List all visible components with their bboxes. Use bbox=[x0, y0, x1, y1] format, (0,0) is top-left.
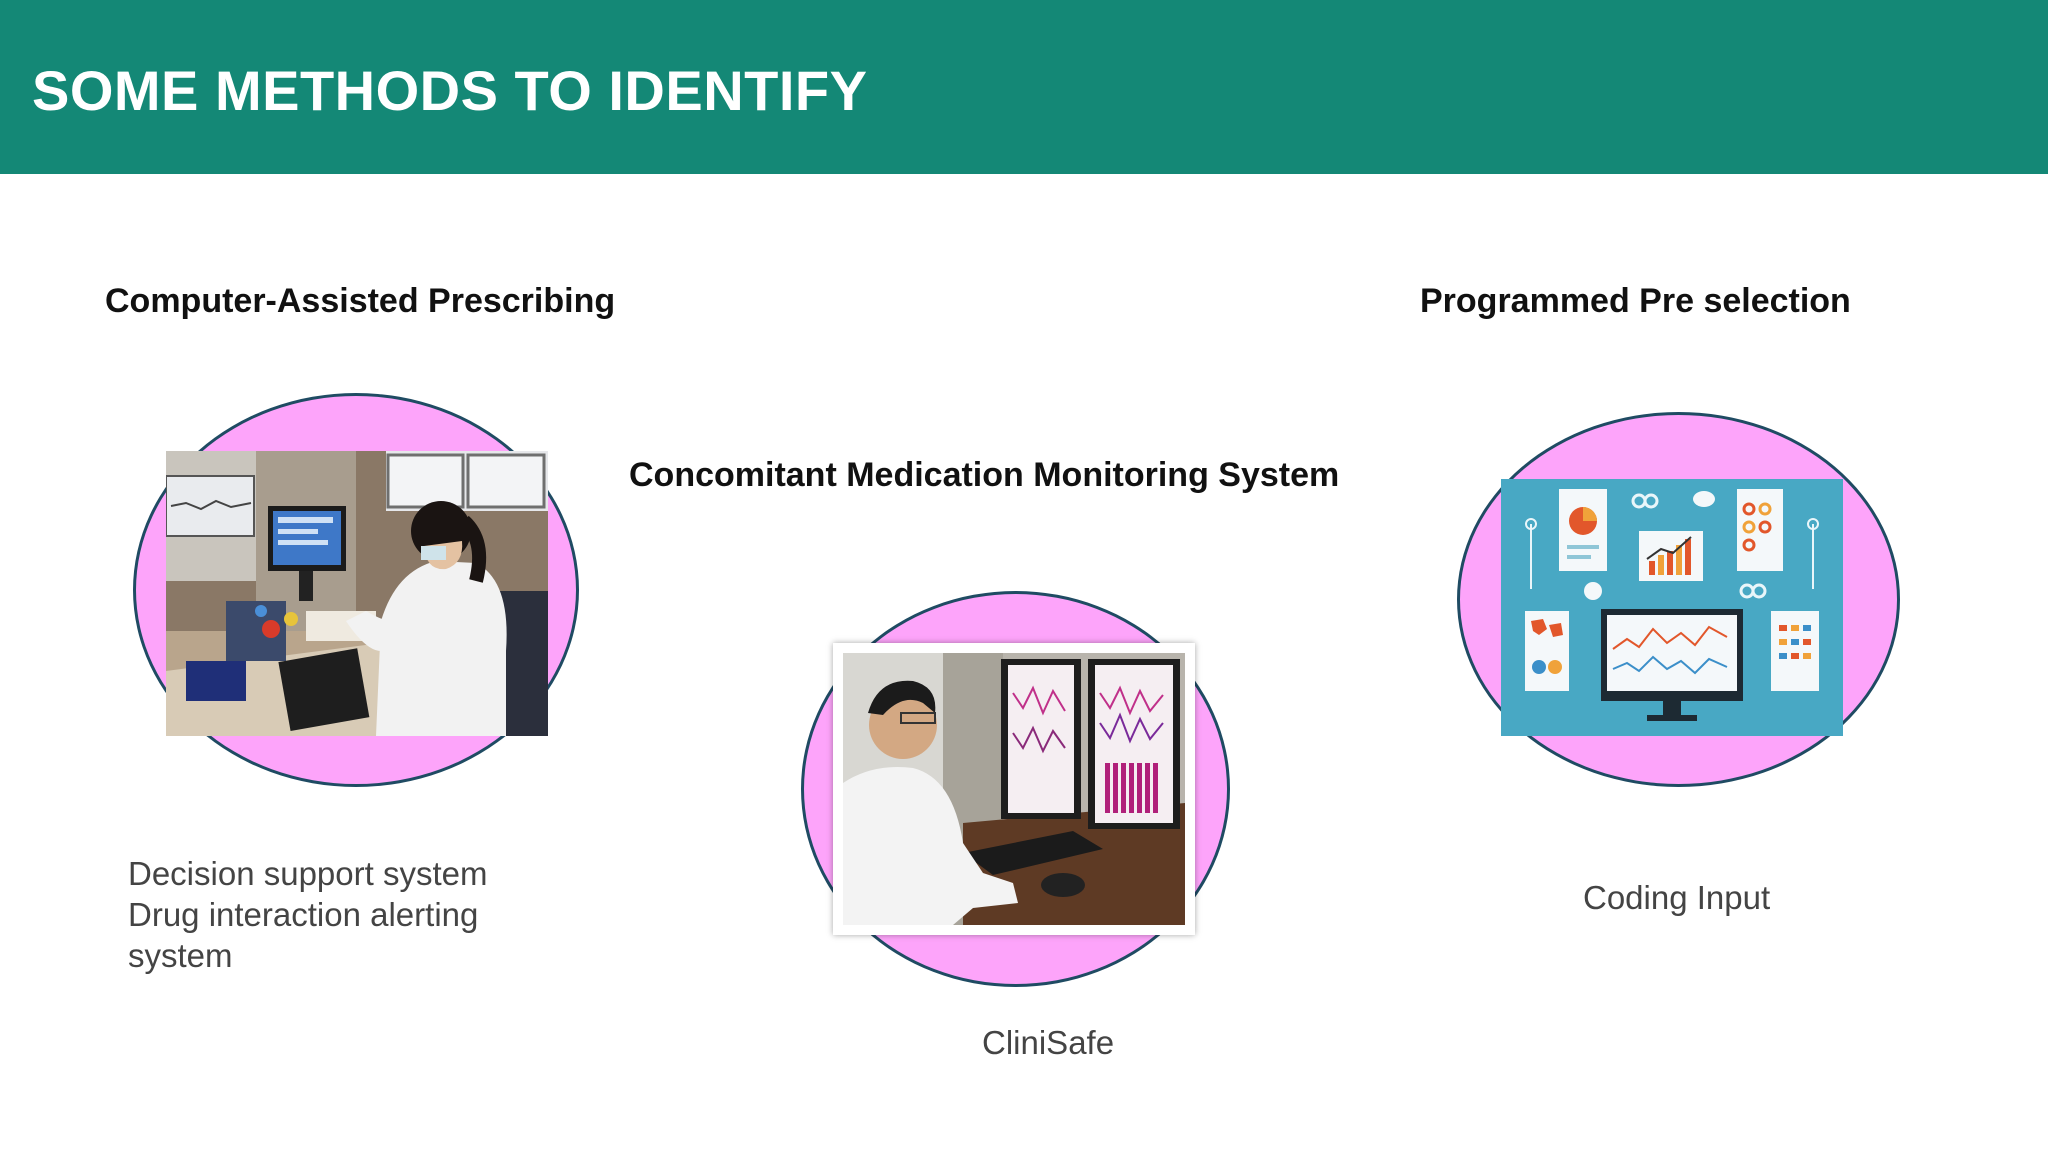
method-heading-preselection: Programmed Pre selection bbox=[1420, 282, 1851, 320]
monitoring-caption: CliniSafe bbox=[982, 1024, 1115, 1061]
data-dashboard-illustration bbox=[1501, 479, 1843, 736]
pharmacist-at-desk-photo bbox=[166, 451, 548, 736]
title-bar: SOME METHODS TO IDENTIFY bbox=[0, 0, 2048, 174]
caption-line-drug-interaction: Drug interaction alerting bbox=[128, 896, 479, 933]
slide-title: SOME METHODS TO IDENTIFY bbox=[32, 59, 868, 122]
caption-line-system: system bbox=[128, 937, 233, 974]
prescribing-caption: Decision support system Drug interaction… bbox=[128, 853, 487, 976]
doctor-at-monitors-frame bbox=[833, 643, 1195, 935]
caption-line-decision-support: Decision support system bbox=[128, 855, 488, 892]
method-heading-prescribing: Computer-Assisted Prescribing bbox=[105, 282, 616, 320]
method-heading-monitoring: Concomitant Medication Monitoring System bbox=[629, 456, 1340, 494]
doctor-at-monitors-photo bbox=[843, 653, 1185, 925]
preselection-caption: Coding Input bbox=[1583, 879, 1771, 916]
